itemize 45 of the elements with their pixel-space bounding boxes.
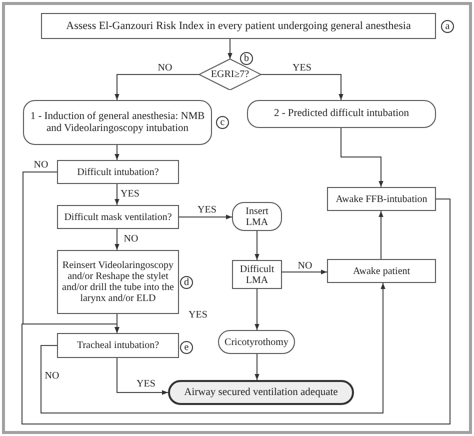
terminal-box: Airway secured ventilation adequate [168, 380, 354, 405]
edge-label: NO [44, 370, 60, 382]
arrow [114, 228, 120, 250]
edge-label: YES [188, 310, 208, 320]
process-box: Tracheal intubation? [57, 333, 179, 358]
process-box: Awake FFB-intubation [327, 187, 436, 211]
decision-text: EGRI≥7? [210, 69, 250, 80]
arrow [114, 144, 120, 160]
process-box: Difficult mask ventilation? [57, 205, 179, 229]
edge-label: NO [32, 160, 50, 170]
process-box: Assess El-Ganzouri Risk Index in every patient undergoing general anesthesia [41, 13, 436, 39]
process-box: Difficult intubation? [57, 160, 179, 184]
edge-label: YES [136, 378, 156, 390]
process-box: Awake patient [327, 259, 436, 283]
rounded-box: 2 - Predicted difficult intubation [247, 100, 436, 128]
arrow [254, 288, 260, 330]
arrow [260, 74, 344, 100]
arrow [378, 210, 384, 260]
circled-letter: a [441, 20, 454, 33]
arrow [254, 354, 260, 380]
edge-label: NO [122, 234, 140, 244]
arrow [340, 128, 384, 188]
process-box: Reinsert Videolaringoscopy and/or Reshape the stylet and/or drill the tube into the larynx and/or ELD [57, 250, 179, 314]
arrow [282, 270, 328, 274]
arrow [40, 282, 386, 414]
circled-letter: d [180, 276, 193, 289]
arrow [22, 198, 450, 424]
circled-letter: b [240, 52, 253, 65]
circled-letter: e [180, 341, 193, 354]
arrow [178, 214, 232, 220]
arrow [114, 184, 120, 206]
edge-label: NO [156, 62, 174, 74]
edge-label: YES [196, 204, 218, 216]
rounded-box: Insert LMA [232, 202, 282, 231]
rounded-box: Cricotyrothomy [218, 330, 295, 354]
arrow [114, 74, 200, 100]
arrow [254, 230, 260, 260]
arrow [116, 358, 168, 395]
process-box: Difficult LMA [232, 260, 282, 289]
edge-label: NO [296, 260, 314, 272]
edge-label: YES [120, 188, 140, 200]
rounded-box: 1 - Induction of general anesthesia: NMB and Videolaringoscopy intubation [23, 100, 212, 145]
circled-letter: c [216, 116, 229, 129]
arrow [228, 38, 232, 60]
edge-label: YES [292, 62, 312, 74]
